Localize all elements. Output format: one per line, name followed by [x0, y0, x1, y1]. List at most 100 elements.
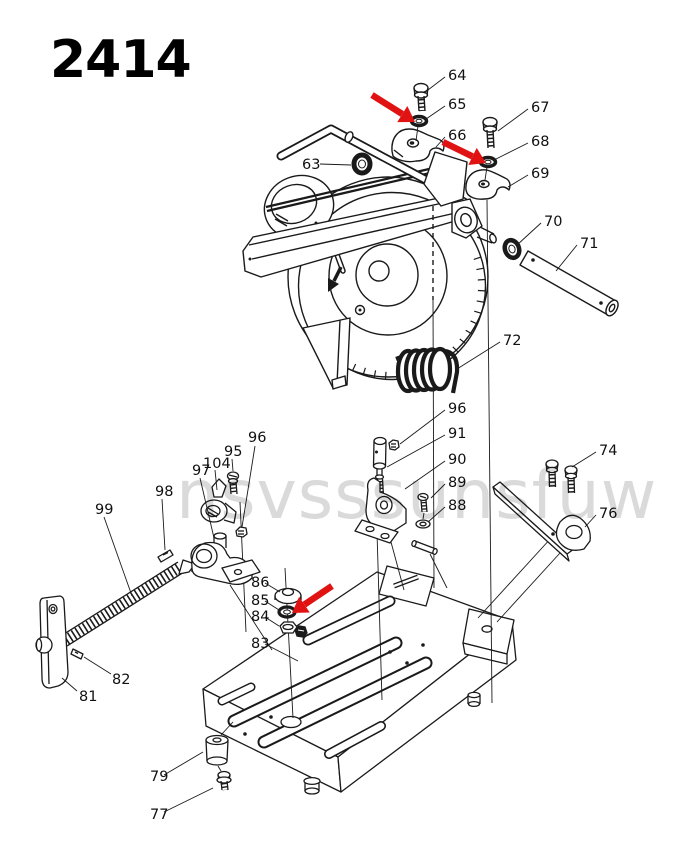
part-label-70-7: 70	[544, 214, 562, 230]
callout-layer: 6465666768696370717296919089889510497969…	[61, 68, 617, 823]
leader-86-23	[264, 582, 281, 593]
fence-plate-hole	[551, 532, 555, 536]
leader-99-20	[103, 516, 133, 597]
leader-72-9	[456, 341, 501, 370]
fence-bolt-74b	[564, 465, 578, 494]
blade-guard	[287, 176, 489, 378]
leader-81-28	[61, 677, 78, 692]
leader-90-12	[404, 460, 446, 490]
leader-88-14	[427, 506, 446, 523]
leader-97-17	[199, 477, 215, 539]
part-label-96-18: 96	[248, 430, 266, 446]
blade-tooth	[452, 346, 459, 353]
leader-104-16	[214, 469, 218, 491]
vise-bracket-97	[190, 532, 261, 586]
part-label-67-3: 67	[531, 100, 549, 116]
pivot-boss	[451, 198, 497, 244]
part-label-69-5: 69	[531, 166, 549, 182]
leader-65-1	[425, 105, 446, 120]
screw-89	[417, 492, 429, 520]
part-label-72-9: 72	[503, 333, 521, 349]
blade-tooth	[474, 310, 482, 314]
vise-base-line	[229, 584, 273, 651]
leader-96-10	[399, 409, 446, 445]
base-front-hole	[280, 715, 302, 729]
blade-tooth	[351, 363, 357, 371]
bracket-66	[391, 128, 445, 163]
part-label-96-10: 96	[448, 401, 466, 417]
pin-base-line	[429, 553, 448, 589]
part-label-99-20: 99	[95, 502, 113, 518]
red-arrow-head-0	[397, 105, 415, 123]
spring-72	[395, 346, 460, 394]
lower-guard-flap	[302, 317, 351, 390]
rubber-foot-79	[205, 734, 229, 766]
red-arrow-head-2	[292, 596, 310, 613]
red-arrow-head-1	[468, 147, 486, 165]
swivel-nut-104	[200, 478, 237, 524]
leader-69-5	[507, 174, 529, 188]
blade-tooth	[473, 256, 482, 260]
leader-91-11	[386, 434, 446, 468]
ring-63	[351, 152, 373, 176]
red-arrow-shaft-0	[370, 92, 405, 117]
leader-82-27	[83, 656, 112, 675]
vise-rod-99	[60, 559, 203, 647]
part-label-66-2: 66	[448, 128, 466, 144]
pin-82	[70, 648, 84, 660]
base-83	[202, 565, 517, 795]
part-label-90-12: 90	[448, 452, 466, 468]
spring-pin-88	[411, 539, 438, 556]
base-foot-right	[467, 691, 481, 708]
part-label-71-8: 71	[580, 236, 598, 252]
leader-74-21	[571, 451, 597, 468]
model-number-title: 2414	[50, 30, 192, 90]
base-right-block-face	[462, 642, 508, 665]
leader-77-30	[163, 787, 214, 813]
saw-head	[242, 82, 619, 589]
part-label-64-0: 64	[448, 68, 466, 84]
washer-86	[274, 587, 302, 605]
screw-95	[226, 471, 240, 495]
leader-98-19	[161, 498, 166, 551]
fence-assembly	[492, 459, 591, 562]
part-label-76-22: 76	[599, 506, 617, 522]
arbor-hole	[368, 260, 390, 282]
leader-76-22	[584, 514, 597, 528]
leader-63-6	[319, 163, 352, 166]
blade-tooth	[477, 278, 486, 281]
part-label-97-17: 97	[192, 463, 210, 479]
part-label-86-23: 86	[251, 575, 269, 591]
nut-on-base	[294, 625, 308, 638]
bolt-67	[482, 116, 498, 181]
foot-assembly	[205, 721, 234, 791]
fence-saddle-hole	[565, 524, 583, 540]
part-label-82-27: 82	[112, 672, 130, 688]
fence-leader-2	[477, 536, 553, 619]
part-label-74-21: 74	[599, 443, 617, 459]
blade-tooth	[384, 371, 387, 380]
rotation-arrow-icon	[328, 266, 343, 292]
carry-handle	[276, 124, 446, 193]
leader-64-0	[423, 76, 446, 94]
part-label-85-24: 85	[251, 593, 269, 609]
fence-leader-1	[496, 552, 561, 623]
part-label-68-4: 68	[531, 134, 549, 150]
stopper-assembly	[354, 436, 438, 556]
leader-85-24	[264, 600, 280, 611]
leader-70-7	[516, 222, 542, 246]
base-rail-slot	[393, 574, 419, 589]
ring-70	[502, 237, 522, 261]
nut-96b	[235, 526, 248, 538]
leader-96-18	[241, 445, 256, 528]
pin-71	[519, 250, 619, 317]
leader-95-15	[231, 458, 234, 472]
part-label-79-29: 79	[150, 769, 168, 785]
blade-tooth	[476, 300, 485, 303]
red-arrow-shaft-1	[441, 139, 474, 160]
vise-assembly	[35, 471, 261, 689]
part-label-81-28: 81	[79, 689, 97, 705]
base-foot-front	[303, 776, 321, 795]
base-right-face	[337, 620, 517, 793]
